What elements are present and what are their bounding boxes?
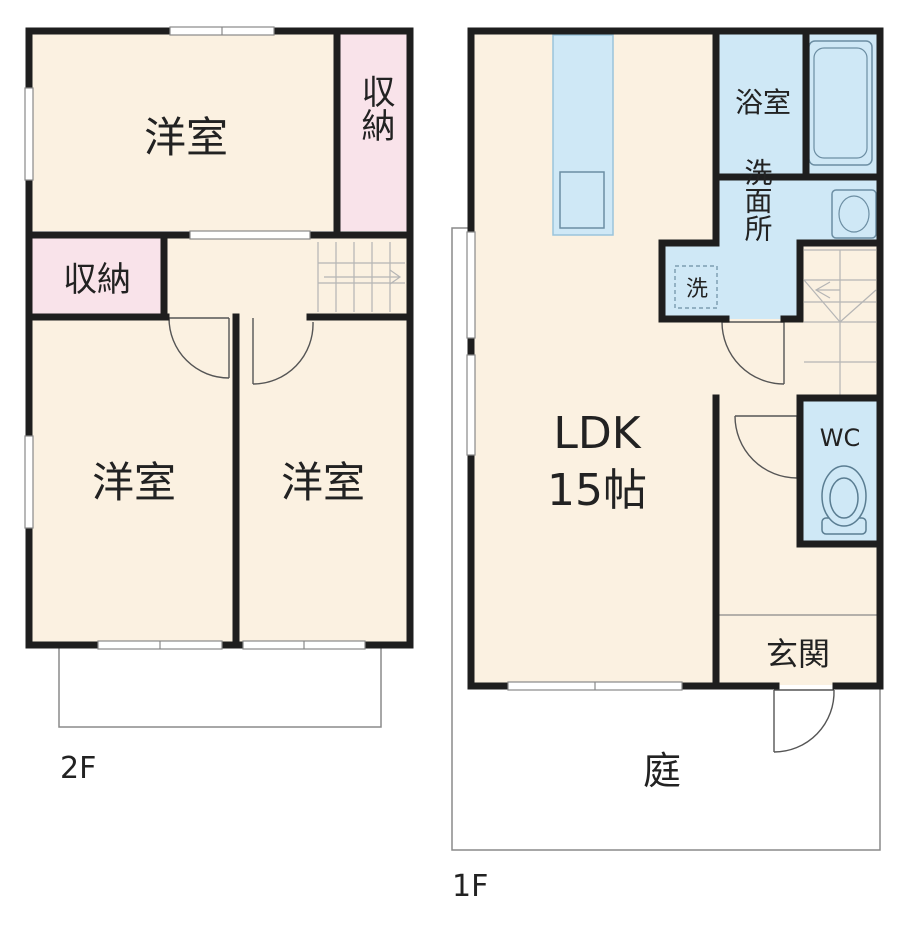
western-top-label: 洋室 xyxy=(144,113,228,162)
windows-1f xyxy=(466,231,683,691)
washroom-label: 洗面所 xyxy=(741,158,774,242)
western-left-label: 洋室 xyxy=(92,458,176,507)
stairs-1f xyxy=(803,249,877,395)
washer-label: 洗 xyxy=(686,277,708,302)
basin-bowl xyxy=(838,195,870,233)
ldk-label-line2: 15帖 xyxy=(547,465,647,516)
stairs-2f xyxy=(317,242,405,312)
floor-2f-label: 2F xyxy=(60,751,96,786)
windows-2f xyxy=(24,26,366,650)
toilet xyxy=(821,465,867,535)
doors-2f xyxy=(168,317,314,385)
entrance-label: 玄関 xyxy=(766,635,830,673)
room-western-left xyxy=(30,315,235,645)
washer-space xyxy=(674,265,718,309)
garden-label: 庭 xyxy=(643,749,681,793)
ldk-label-line1: LDK xyxy=(553,408,641,459)
room-washroom-lower xyxy=(716,243,800,319)
room-western-top xyxy=(30,31,335,231)
bathtub-inner xyxy=(813,47,868,159)
room-western-right xyxy=(235,315,410,645)
garden-outline xyxy=(451,227,881,851)
storage-top-label: 収納 xyxy=(355,74,395,142)
floor-1f-label: 1F xyxy=(452,869,488,904)
western-right-label: 洋室 xyxy=(281,458,365,507)
kitchen-sink xyxy=(559,171,605,229)
room-storage-mid xyxy=(30,238,163,315)
balcony-outline xyxy=(58,645,382,728)
floor-2f: 洋室 収納 収納 洋室 洋室 2F xyxy=(24,26,414,786)
storage-mid-label: 収納 xyxy=(63,260,131,300)
bath-label: 浴室 xyxy=(735,86,791,119)
washer-alcove xyxy=(662,243,716,319)
floor-1f: LDK 15帖 浴室 洗面所 洗 WC 玄関 庭 1F xyxy=(451,27,884,904)
bathtub xyxy=(808,40,873,166)
wc-label: WC xyxy=(820,424,861,452)
room-storage-top xyxy=(337,31,410,231)
